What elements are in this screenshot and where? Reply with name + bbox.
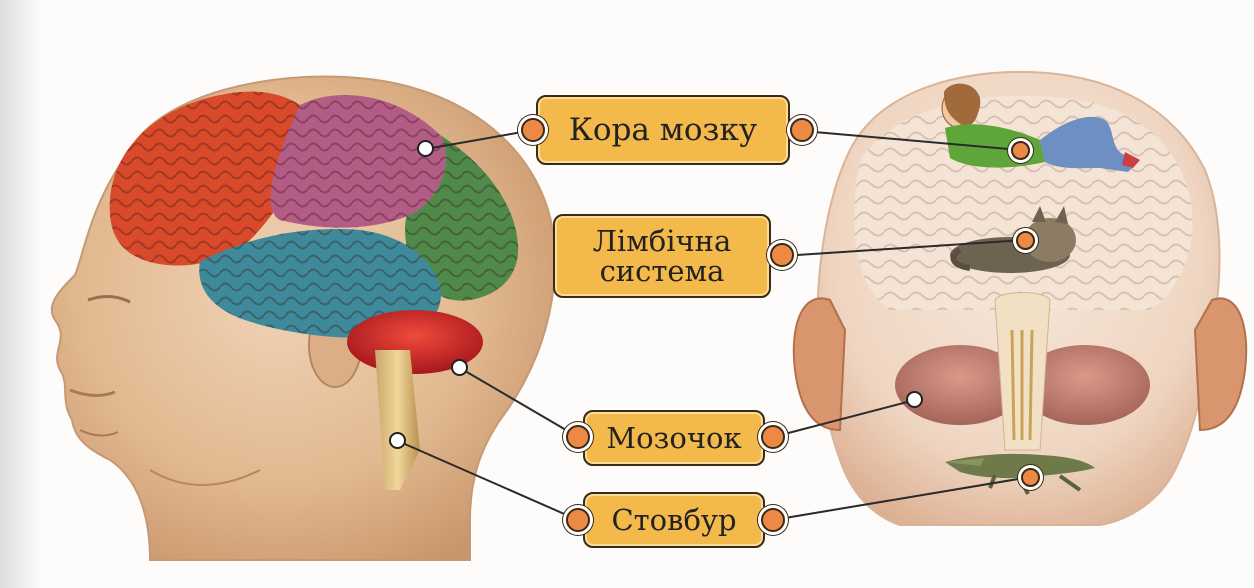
brainstem-left-dot (566, 508, 590, 532)
cerebellum-anchor-dot (451, 359, 468, 376)
crocodile-endpoint-dot (1021, 468, 1040, 487)
brainstem-right-dot (761, 508, 785, 532)
cat-endpoint-dot (1016, 231, 1035, 250)
label-cortex-text: Кора мозку (569, 114, 757, 147)
right-ear-right (1195, 298, 1246, 430)
label-limbic-system: Лімбічна система (553, 214, 771, 298)
label-brainstem-text: Стовбур (611, 505, 736, 535)
label-limbic-line2: система (593, 256, 732, 286)
label-cerebellum-text: Мозочок (606, 423, 741, 453)
cerebellum-left-dot (566, 425, 590, 449)
label-cerebellum: Мозочок (583, 410, 765, 466)
girl-endpoint-dot (1011, 141, 1030, 160)
cortex-anchor-dot (417, 140, 434, 157)
right-ear-left (794, 298, 845, 430)
brainstem-anchor-dot (389, 432, 406, 449)
label-brainstem: Стовбур (583, 492, 765, 548)
cerebellum-right-anchor-dot (906, 391, 923, 408)
cortex-left-dot (521, 118, 545, 142)
cortex-right-dot (790, 118, 814, 142)
label-cortex: Кора мозку (536, 95, 790, 165)
cerebellum-right-dot (761, 425, 785, 449)
label-limbic-line1: Лімбічна (593, 226, 732, 256)
limbic-right-dot (770, 243, 794, 267)
